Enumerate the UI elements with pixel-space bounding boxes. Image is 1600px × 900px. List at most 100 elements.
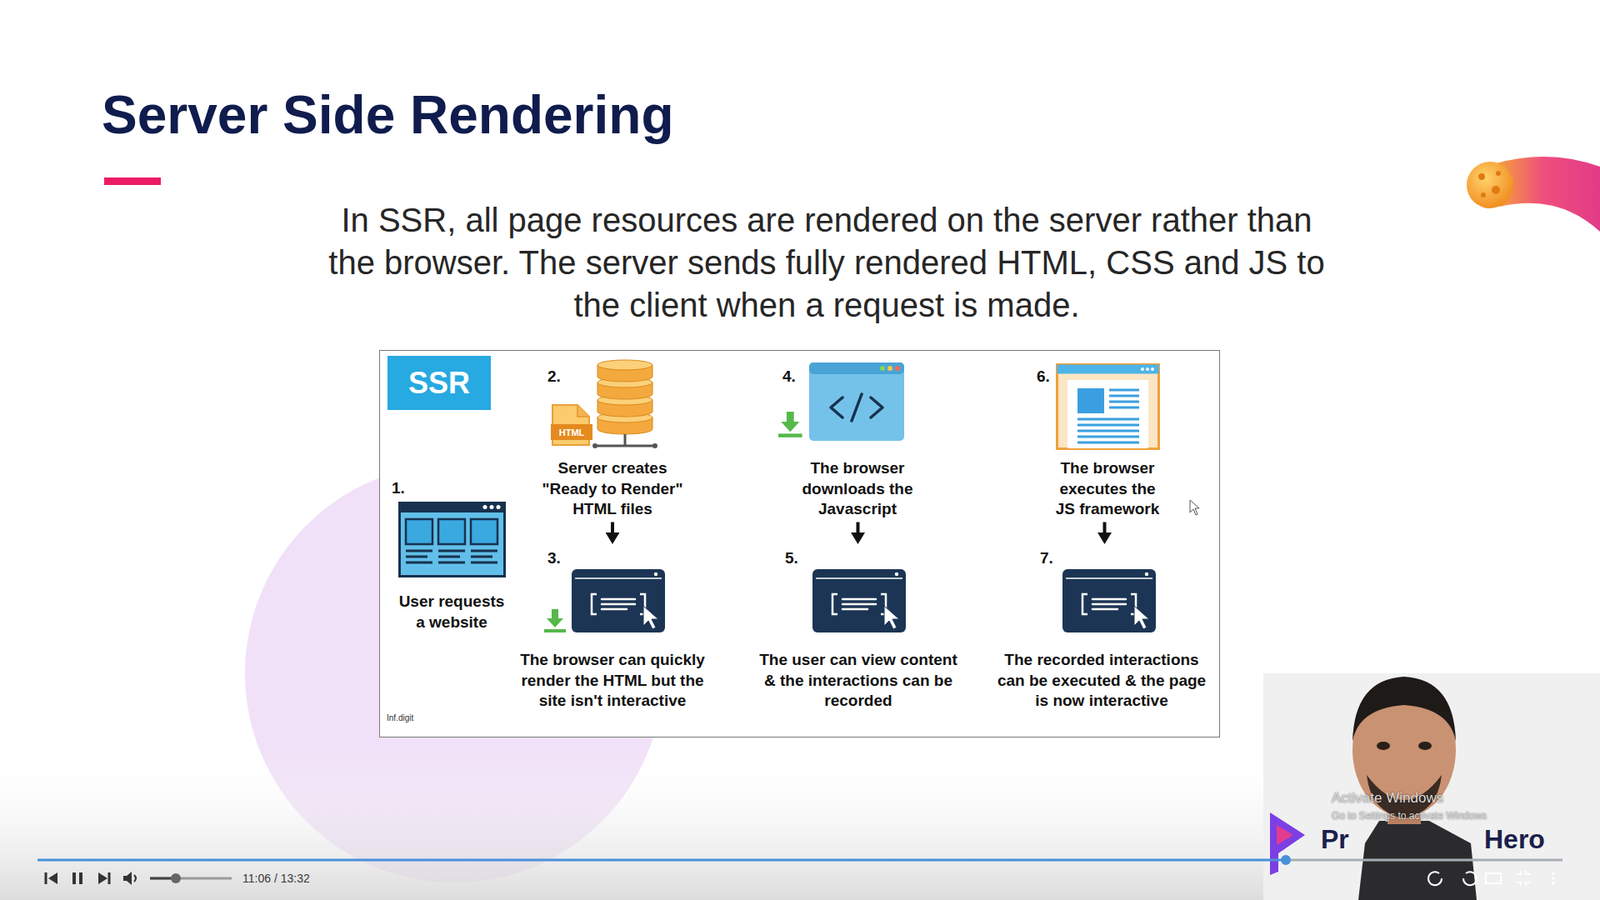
player-controls: [72, 872, 76, 885]
source-credit: Inf.digit: [386, 712, 414, 724]
download-icon: [544, 609, 566, 633]
mouse-cursor: [1190, 500, 1200, 515]
browser-icon: [438, 519, 465, 545]
player-controls: [37, 855, 1563, 886]
badge-text: SSR: [408, 366, 470, 400]
mouse-cursor: [1190, 500, 1200, 515]
player-controls: [79, 872, 83, 885]
player-controls: [1285, 859, 1563, 862]
screen-icon: [571, 569, 665, 633]
player-controls: [1551, 881, 1555, 885]
screen-icon: [654, 572, 658, 576]
comet-decor: [1466, 156, 1600, 232]
web-page-icon: [1150, 367, 1155, 371]
screen-icon: [815, 577, 903, 580]
step-number: 4.: [782, 366, 796, 387]
step-card: 3. The browser can quickly render the HTM…: [512, 546, 713, 712]
player-controls: [134, 875, 136, 882]
browser-icon: [400, 503, 505, 577]
screen-icon: [832, 594, 886, 615]
screen-icon: [591, 594, 645, 615]
frame-ground: [379, 350, 1220, 738]
brand-logo-mark: [1270, 812, 1305, 875]
code-window-icon: [830, 394, 883, 421]
screen-icon: [1065, 577, 1153, 580]
step-caption: The user can view content & the interact…: [756, 650, 961, 712]
step-caption: The browser downloads the Javascript: [797, 458, 919, 520]
step-caption: User requests a website: [395, 591, 509, 633]
step-caption: The recorded interactions can be execute…: [993, 650, 1210, 712]
database-icon: [597, 360, 653, 370]
step-number: 6.: [1036, 366, 1050, 387]
browser-icon: [490, 505, 495, 510]
web-page-icon: [1145, 367, 1150, 371]
step-caption: Server creates "Ready to Render" HTML fi…: [540, 458, 686, 520]
player-controls: [37, 859, 1286, 862]
browser-icon: [398, 501, 506, 577]
screen-icon: [812, 569, 906, 633]
database-icon: [595, 434, 655, 446]
step-card: 5. The user can view content & the intera…: [752, 546, 965, 712]
database-icon: [652, 443, 658, 449]
player-controls: [1280, 855, 1291, 865]
step-number: 5.: [785, 548, 799, 569]
step-number: 1.: [391, 478, 405, 499]
screen-icon: [601, 599, 635, 610]
download-icon: [778, 433, 803, 437]
screen-icon: [1134, 605, 1150, 630]
screen-icon: [575, 577, 662, 580]
screen-icon: [1062, 569, 1156, 633]
screen-icon: [1062, 569, 1156, 633]
web-page-icon: [1077, 388, 1105, 414]
player-controls: [170, 873, 181, 884]
step-number: 3.: [547, 548, 561, 569]
comet-decor: [1495, 170, 1501, 176]
accent-bar: [104, 177, 161, 185]
step-caption: The browser can quickly render the HTML …: [516, 650, 709, 712]
frame-ground: [379, 350, 1220, 738]
database-icon: [592, 360, 658, 449]
download-icon: [544, 629, 566, 633]
watermark-text: Go to Settings to activate Windows: [1331, 810, 1487, 823]
flow-arrow: [610, 522, 615, 534]
player-controls: [1551, 876, 1555, 880]
database-icon: [592, 443, 598, 449]
logo-text: Hero: [1484, 824, 1545, 855]
player-controls: [1551, 871, 1555, 875]
screen-icon: [884, 605, 900, 630]
presenter-video: [1263, 673, 1600, 900]
player-controls: [1463, 871, 1477, 885]
flow-arrow: [1103, 522, 1107, 534]
slide-title: Server Side Rendering: [101, 85, 674, 145]
browser-icon: [405, 519, 433, 545]
screen-icon: [812, 569, 906, 633]
code-window-icon: [880, 365, 885, 371]
ssr-badge: SSR: [387, 355, 491, 410]
step-card: 6.The browser executes the JS framework: [1011, 366, 1204, 520]
screen-icon: [643, 605, 659, 630]
browser-icon: [470, 519, 498, 545]
player-controls: [1485, 873, 1501, 884]
code-window-icon: [887, 365, 893, 371]
web-page-icon: [1077, 390, 1140, 443]
screen-icon: [842, 599, 876, 610]
browser-icon: [398, 501, 506, 513]
html-file-icon: [550, 405, 593, 445]
html-file-icon: [577, 405, 590, 417]
flow-arrow: [856, 522, 860, 534]
step-card: 7.The recorded interactions can be execu…: [989, 546, 1215, 712]
logo-text: Pr: [1320, 824, 1350, 855]
code-window-icon: [809, 362, 905, 441]
browser-icon: [483, 505, 488, 510]
presenter-video: [1376, 741, 1390, 750]
brand-logo-mark: [1270, 812, 1305, 875]
web-page-icon: [1067, 380, 1149, 449]
download-icon: [546, 609, 564, 628]
screen-icon: [1145, 572, 1149, 576]
comet-decor: [1466, 161, 1514, 209]
time-display: 11:06 / 13:32: [242, 870, 310, 886]
player-controls: [1428, 871, 1442, 885]
screen-icon: [895, 572, 899, 576]
screen-icon: [571, 569, 665, 633]
brand-logo-mark: [1276, 825, 1294, 845]
